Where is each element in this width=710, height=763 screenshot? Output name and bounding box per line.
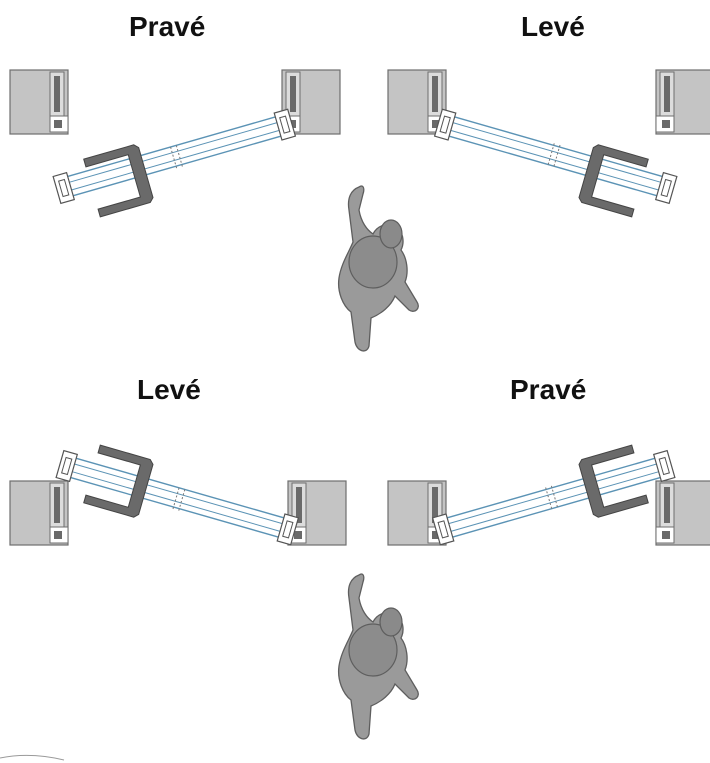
wall-left — [9, 69, 69, 135]
person-icon — [337, 573, 419, 740]
label-bottom-left: Levé — [137, 374, 201, 405]
quadrant-top-left — [9, 69, 341, 218]
person-icon — [337, 185, 419, 352]
label-bottom-right: Pravé — [510, 374, 587, 405]
sash — [52, 108, 297, 205]
sash — [433, 108, 678, 205]
wall-right — [655, 480, 710, 546]
arc-mark — [0, 754, 65, 761]
quadrant-bottom-left — [9, 444, 347, 546]
quadrant-bottom-right — [387, 444, 710, 546]
wall-left — [387, 69, 447, 135]
wall-right — [287, 480, 347, 546]
label-top-left: Pravé — [129, 11, 206, 42]
label-top-right: Levé — [521, 11, 585, 42]
wall-left — [9, 480, 69, 546]
wall-right — [655, 69, 710, 135]
quadrant-top-right — [387, 69, 710, 218]
